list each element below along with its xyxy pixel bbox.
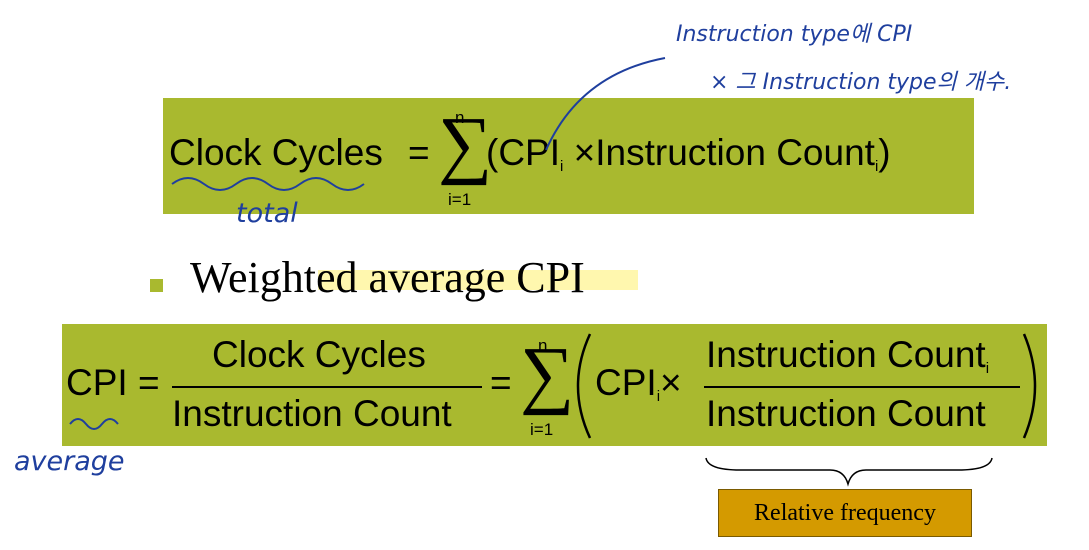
handwritten-total: total [236,198,298,229]
eq2-inner-numerator: Instruction Counti [706,334,989,377]
eq2-equals-2: = [490,362,512,403]
eq2-denominator: Instruction Count [172,393,452,434]
eq2-cpi-sub: i [656,388,661,405]
eq1-equals: = [408,132,430,173]
eq2-fraction-bar [172,386,482,388]
handwritten-note-line-2: × 그 Instruction type의 개수. [710,70,1012,95]
equation-2-box [62,324,1047,446]
handwritten-average: average [14,446,125,477]
squiggle-underline-cpi-icon [69,418,119,430]
squiggle-underline-clock-cycles-icon [171,177,365,191]
eq2-left-paren-icon [576,333,592,439]
eq2-upper-limit: n [538,336,548,355]
eq1-upper-limit: n [455,108,465,127]
eq2-times: × [660,362,682,403]
eq2-sum-symbol: ∑ [520,332,575,416]
eq1-sum-symbol: ∑ [438,102,493,186]
eq1-close: ) [878,132,891,173]
eq1-cpi: (CPI [486,132,560,173]
eq1-sub-i: i [560,158,564,175]
eq2-inner-denominator: Instruction Count [706,393,986,434]
eq2-cpi-text: CPI [595,362,657,403]
bullet-square-icon [150,279,163,292]
eq2-numerator: Clock Cycles [212,334,426,375]
bullet-text: Weighted average CPI [190,253,585,302]
eq1-lhs: Clock Cycles [169,132,383,173]
eq2-right-paren-icon [1022,333,1037,439]
eq2-lhs: CPI [66,362,128,403]
highlighter-mark [318,270,638,290]
eq2-inner-num-text: Instruction Count [706,334,986,375]
annotation-arrow-icon [545,57,666,151]
eq1-lower-limit: i=1 [448,190,472,209]
equation-1-box [163,98,974,214]
eq2-inner-num-sub: i [985,360,990,377]
eq2-inner-fraction-bar [704,386,1020,388]
eq1-body: (CPIi ×Instruction Counti) [486,132,891,175]
eq2-cpi-term: CPIi× [595,362,682,405]
eq1-sub-i-2: i [874,158,879,175]
eq2-lower-limit: i=1 [530,420,554,439]
eq1-times-ic: ×Instruction Count [563,132,875,173]
curly-brace-icon [705,457,993,487]
handwritten-note-line-1: Instruction type에 CPI [676,22,913,47]
relative-frequency-label: Relative frequency [718,489,972,537]
eq2-equals-1: = [138,362,160,403]
